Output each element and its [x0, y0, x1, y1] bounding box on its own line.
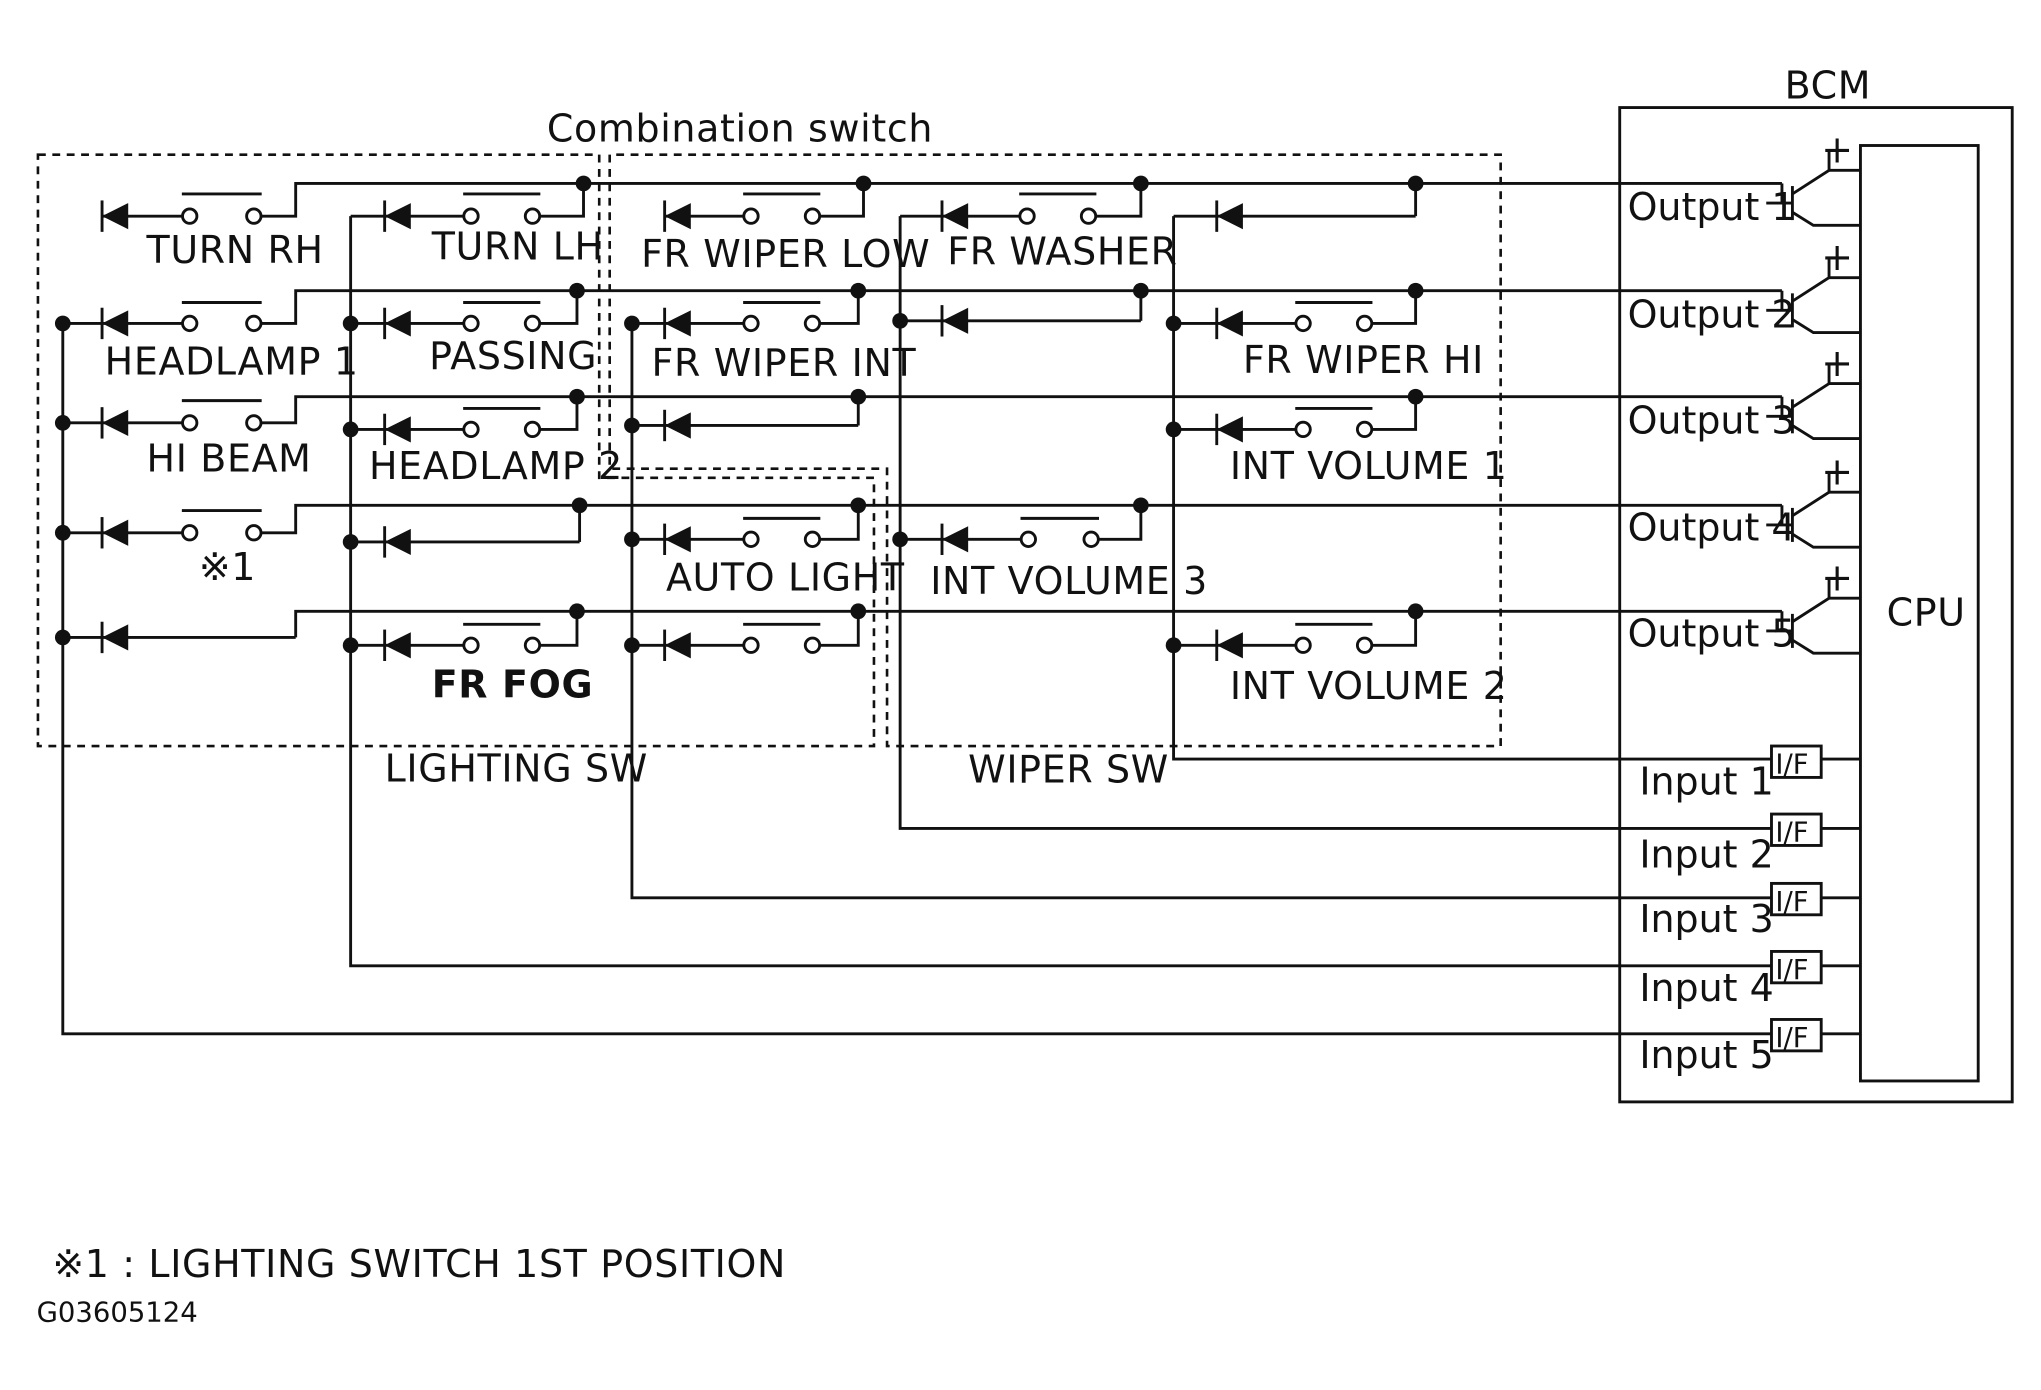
cpu-box	[1859, 144, 1980, 1083]
label-fr-fog: FR FOG	[432, 663, 594, 707]
interface-label-4: I/F	[1775, 955, 1808, 986]
plus-sign-2: +	[1821, 235, 1853, 279]
bcm-input-4: I/F Input 4	[1639, 949, 1861, 1010]
input-4-label: Input 4	[1639, 966, 1773, 1010]
label-int-volume-2: INT VOLUME 2	[1230, 664, 1508, 708]
switch-turn-lh: TURN LH	[350, 183, 604, 268]
label-int-volume-3: INT VOLUME 3	[930, 559, 1208, 603]
switch-fr-washer: FR WASHER	[898, 183, 1177, 321]
switch-headlamp-1: HEADLAMP 1	[62, 289, 577, 383]
footnote: ※1 : LIGHTING SWITCH 1ST POSITION	[52, 1242, 786, 1286]
label-fr-wiper-hi: FR WIPER HI	[1243, 338, 1484, 382]
label-headlamp-2: HEADLAMP 2	[369, 444, 623, 488]
lighting-group-label: LIGHTING SW	[385, 746, 648, 790]
switch-col3-row5	[631, 611, 860, 661]
bcm-box	[1618, 106, 2014, 1104]
switch-lighting-1st: ※1	[62, 503, 580, 589]
switch-headlamp-2: HEADLAMP 2	[350, 396, 623, 488]
bcm-output-4: + Output 4	[1628, 449, 1861, 550]
label-passing: PASSING	[429, 334, 597, 378]
output-rails	[576, 182, 1782, 613]
input-5-label: Input 5	[1639, 1033, 1773, 1077]
interface-label-1: I/F	[1775, 750, 1808, 781]
output-3-label: Output 3	[1628, 398, 1796, 442]
switch-col4-row2	[900, 290, 1143, 337]
switch-col3-row3	[631, 396, 860, 442]
bcm-input-2: I/F Input 2	[1639, 812, 1861, 877]
lighting-switch-group	[36, 153, 1502, 748]
label-turn-lh: TURN LH	[431, 224, 604, 268]
switch-hi-beam: HI BEAM	[62, 395, 577, 480]
diagram-title: Combination switch	[547, 107, 933, 151]
switch-col1-row5	[62, 609, 577, 654]
bcm-output-1: + Output 1	[1628, 128, 1861, 229]
output-5-label: Output 5	[1628, 612, 1796, 656]
output-2-label: Output 2	[1628, 292, 1796, 336]
label-turn-rh: TURN RH	[146, 228, 324, 272]
switch-fr-wiper-low: FR WIPER LOW	[641, 183, 930, 276]
switch-fr-fog: FR FOG	[350, 611, 594, 707]
switch-auto-light: AUTO LIGHT	[631, 505, 905, 599]
bcm-input-1: I/F Input 1	[1639, 744, 1861, 803]
switch-int-volume-3: INT VOLUME 3	[900, 505, 1208, 603]
label-headlamp-1: HEADLAMP 1	[105, 339, 359, 383]
label-fr-washer: FR WASHER	[947, 230, 1177, 274]
label-fr-wiper-low: FR WIPER LOW	[641, 232, 930, 276]
switch-passing: PASSING	[350, 290, 597, 378]
label-note-mark: ※1	[199, 545, 256, 589]
output-4-label: Output 4	[1628, 506, 1796, 550]
figure-code: G03605124	[37, 1298, 198, 1329]
switch-col5-row1	[1173, 183, 1418, 232]
label-hi-beam: HI BEAM	[147, 436, 312, 480]
input-3-label: Input 3	[1639, 897, 1773, 941]
bcm-output-2: + Output 2	[1628, 235, 1861, 336]
bcm-input-3: I/F Input 3	[1639, 881, 1861, 941]
bcm-input-5: I/F Input 5	[1639, 1018, 1861, 1077]
interface-label-5: I/F	[1775, 1023, 1808, 1054]
plus-sign-3: +	[1821, 341, 1853, 385]
interface-label-3: I/F	[1775, 887, 1808, 918]
plus-sign-1: +	[1821, 128, 1853, 172]
switch-int-volume-2: INT VOLUME 2	[1173, 611, 1508, 708]
label-fr-wiper-int: FR WIPER INT	[652, 341, 917, 385]
interface-label-2: I/F	[1775, 818, 1808, 849]
switch-fr-wiper-hi: FR WIPER HI	[1173, 290, 1484, 382]
input-2-label: Input 2	[1639, 833, 1773, 877]
plus-sign-5: +	[1821, 555, 1853, 599]
wiper-group-label: WIPER SW	[968, 748, 1169, 792]
switch-int-volume-1: INT VOLUME 1	[1173, 396, 1508, 488]
switch-fr-wiper-int: FR WIPER INT	[631, 290, 917, 385]
bcm-label: BCM	[1785, 63, 1872, 107]
bcm-output-5: + Output 5	[1628, 555, 1861, 656]
junction-dots	[54, 175, 1424, 654]
input-1-label: Input 1	[1639, 759, 1773, 803]
switch-col2-row4	[350, 505, 582, 558]
switch-turn-rh: TURN RH	[100, 182, 584, 272]
output-1-label: Output 1	[1628, 185, 1796, 229]
bcm-output-3: + Output 3	[1628, 341, 1861, 442]
label-auto-light: AUTO LIGHT	[666, 555, 905, 599]
label-int-volume-1: INT VOLUME 1	[1230, 444, 1508, 488]
plus-sign-4: +	[1821, 449, 1853, 493]
cpu-label: CPU	[1887, 591, 1966, 635]
